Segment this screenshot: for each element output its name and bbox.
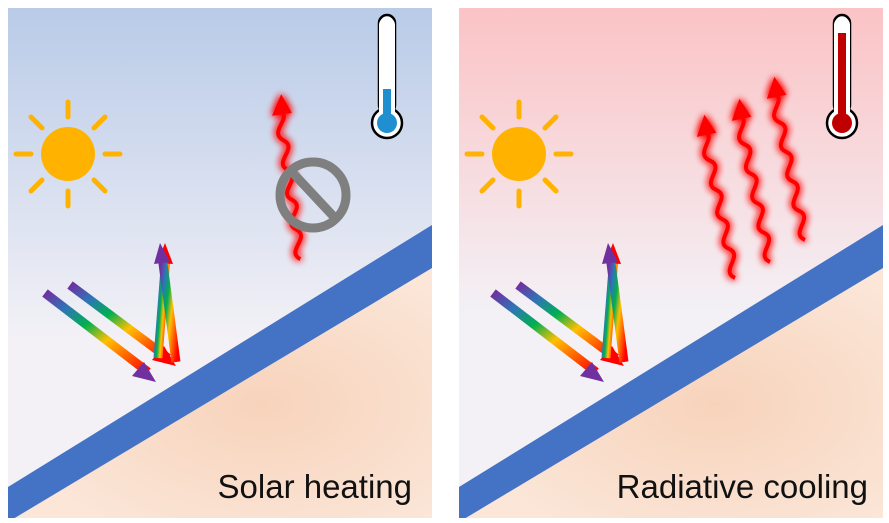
sun-icon [467,102,571,206]
panel-radiative-cooling: Radiative cooling [459,8,883,518]
thermometer-icon [825,13,859,140]
prohibition-icon [275,157,351,233]
radiative-surface [8,225,432,518]
thermometer-icon [370,13,404,140]
panel-caption: Solar heating [218,468,412,505]
panel-caption: Radiative cooling [617,468,868,505]
panel-solar-heating: Solar heating [8,8,432,518]
sun-icon [16,102,120,206]
radiative-surface [459,225,883,518]
